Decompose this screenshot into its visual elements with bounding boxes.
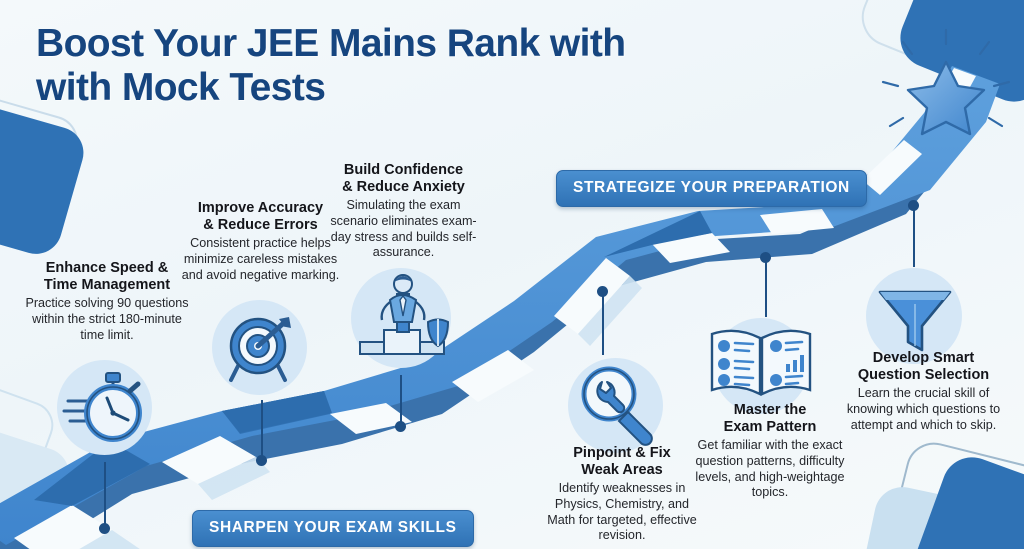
funnel-icon [878,290,952,352]
callout-3-heading-line2: & Reduce Anxiety [342,178,465,195]
banner-strategize-your-preparation[interactable]: STRATEGIZE YOUR PREPARATION [556,170,867,207]
callout-master-the-exam-pattern: Master the Exam Pattern Get familiar wit… [691,402,849,501]
callout-enhance-speed-time-management: Enhance Speed & Time Management Practice… [22,260,192,343]
callout-4-heading-line2: Weak Areas [581,461,663,478]
callout-6-heading-line1: Develop Smart [872,350,975,366]
callout-2-heading-line2: & Reduce Errors [203,216,318,233]
magnifier-wrench-icon [581,366,653,446]
target-arrow-icon [229,317,291,382]
callout-6-heading-line2: Question Selection [857,366,990,383]
title-line-2: with Mock Tests [36,65,326,109]
callout-6-body: Learn the crucial skill of knowing which… [846,385,1001,432]
star-icon [881,28,1011,136]
callout-1-heading-line1: Enhance Speed & [45,260,169,276]
callout-pinpoint-fix-weak-areas: Pinpoint & Fix Weak Areas Identify weakn… [541,445,703,544]
callout-5-body: Get familiar with the exact question pat… [695,437,845,500]
open-book-icon [710,329,812,396]
callout-2-body: Consistent practice helps minimize carel… [181,235,340,282]
callout-4-body: Identify weaknesses in Physics, Chemistr… [547,480,697,543]
stopwatch-icon [62,372,142,442]
connector-stem-1 [104,462,106,526]
banner-sharpen-your-exam-skills[interactable]: SHARPEN YOUR EXAM SKILLS [192,510,474,547]
callout-5-heading-line2: Exam Pattern [723,418,817,435]
callout-improve-accuracy-reduce-errors: Improve Accuracy & Reduce Errors Consist… [178,200,343,283]
callout-3-heading-line1: Build Confidence [343,162,464,178]
callout-2-heading-line1: Improve Accuracy [197,200,324,216]
connector-stem-6 [913,205,915,267]
connector-stem-3 [400,375,402,424]
connector-stem-4 [602,291,604,355]
path-node-1 [99,523,110,534]
callout-1-body: Practice solving 90 questions within the… [25,295,189,342]
connector-stem-5 [765,257,767,317]
callout-5-heading-line1: Master the [733,402,807,418]
title-line-1: Boost Your JEE Mains Rank with [36,22,626,65]
callout-develop-smart-question-selection: Develop Smart Question Selection Learn t… [841,350,1006,433]
connector-stem-2 [261,400,263,458]
callout-build-confidence-reduce-anxiety: Build Confidence & Reduce Anxiety Simula… [330,162,477,261]
path-node-2 [256,455,267,466]
callout-4-heading-line1: Pinpoint & Fix [573,445,671,461]
callout-3-body: Simulating the exam scenario eliminates … [330,197,477,260]
podium-confidence-icon [359,274,450,355]
callout-1-heading-line2: Time Management [43,276,171,293]
path-node-3 [395,421,406,432]
page-title: Boost Your JEE Mains Rank with with Mock… [36,22,676,109]
